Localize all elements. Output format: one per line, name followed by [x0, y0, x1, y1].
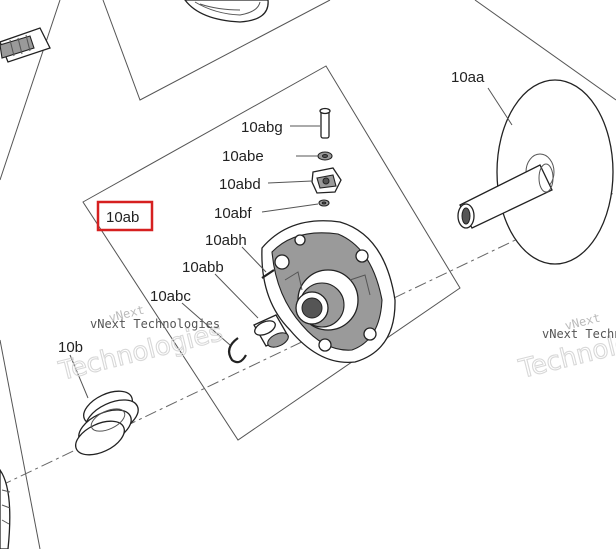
watermark-right: Technologies vNext vNext Technologies: [515, 311, 616, 386]
label-10abf: 10abf: [214, 205, 252, 222]
label-10abg: 10abg: [241, 119, 283, 136]
highlight-box: [96, 200, 154, 232]
top-coil-part: [184, 0, 269, 23]
spring-10b: [75, 390, 139, 456]
washer-10abe: [317, 151, 333, 161]
callout-labels: 10aa 10abg 10abe 10abd 10abf 10ab 10abh …: [58, 69, 485, 356]
label-10abh: 10abh: [205, 232, 247, 249]
bolt-10abg: [319, 107, 331, 139]
washer-10abf: [318, 199, 330, 207]
label-10abe: 10abe: [222, 148, 264, 165]
label-10abb: 10abb: [182, 259, 224, 276]
label-10abc: 10abc: [150, 288, 191, 305]
leader-lines: [69, 87, 513, 399]
label-10aa: 10aa: [451, 69, 485, 86]
bushing-10abb: [253, 314, 289, 348]
sheave-10aa: [457, 79, 614, 265]
subassembly-frame: [82, 65, 461, 441]
watermark-brand-long: vNext Technologies: [90, 317, 220, 331]
housing-10ab: [261, 220, 396, 364]
shaft-part-top-left: [0, 27, 51, 63]
center-axis: [0, 191, 616, 487]
label-10ab[interactable]: 10ab: [106, 209, 139, 226]
label-10abd: 10abd: [219, 176, 261, 193]
pin-10abh: [261, 269, 275, 279]
label-10b: 10b: [58, 339, 83, 356]
clip-10abc: [227, 337, 247, 364]
watermark-brand-long-right: vNext Technologies: [542, 327, 616, 341]
block-10abd: [311, 167, 342, 194]
